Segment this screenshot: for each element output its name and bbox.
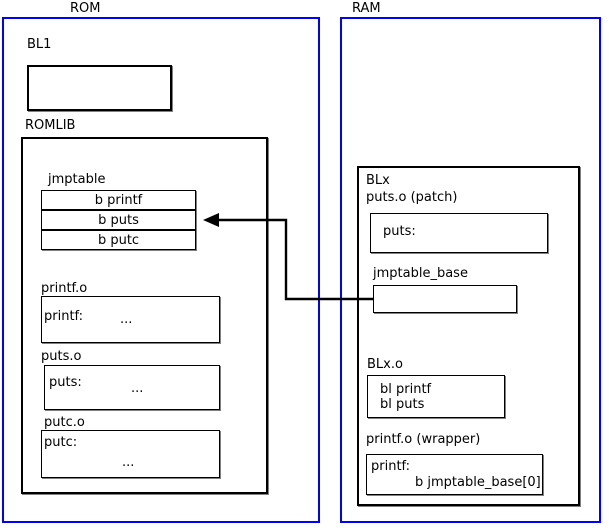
romlib-putc-symbol: putc: [44, 435, 78, 450]
blx-o-label: BLx.o [367, 357, 403, 372]
romlib-puts-symbol: puts: [49, 375, 82, 390]
blx-puts-patch-symbol: puts: [383, 224, 416, 239]
jmptable-base-label: jmptable_base [373, 266, 468, 281]
ram-region-label: RAM [352, 1, 381, 16]
printf-wrapper-line-symbol: printf: [371, 459, 411, 474]
romlib-putc-o-label: putc.o [44, 415, 85, 430]
rom-region-label: ROM [70, 1, 101, 16]
blx-o-line-bl-printf: bl printf [380, 382, 432, 397]
romlib-printf-symbol: printf: [44, 309, 84, 324]
romlib-putc-ellipsis: ... [122, 455, 135, 470]
romlib-printf-o-box: printf: ... [41, 296, 220, 343]
romlib-putc-o-box: putc: ... [41, 430, 220, 478]
jmptable-label: jmptable [48, 172, 106, 187]
jmptable-entry-b-puts: b puts [41, 210, 196, 230]
printf-wrapper-label: printf.o (wrapper) [366, 432, 481, 447]
blx-puts-patch-box: puts: [370, 213, 548, 253]
blx-label: BLx [366, 173, 390, 188]
bl1-label: BL1 [27, 37, 52, 52]
blx-o-box: bl printf bl puts [367, 375, 505, 418]
jmptable-entry-b-printf: b printf [41, 190, 196, 210]
romlib-printf-ellipsis: ... [120, 312, 133, 327]
jmptable-base-box [373, 285, 517, 313]
jmptable-entry-b-putc: b putc [41, 230, 196, 250]
printf-wrapper-box: printf: b jmptable_base[0] [366, 454, 543, 495]
blx-puts-patch-label: puts.o (patch) [366, 190, 458, 205]
printf-wrapper-line-branch: b jmptable_base[0] [415, 475, 541, 490]
blx-o-line-bl-puts: bl puts [380, 397, 425, 412]
romlib-label: ROMLIB [25, 118, 76, 133]
romlib-puts-o-box: puts: ... [44, 365, 220, 410]
romlib-puts-ellipsis: ... [131, 381, 144, 396]
romlib-printf-o-label: printf.o [41, 281, 88, 296]
bl1-box [27, 65, 172, 111]
romlib-puts-o-label: puts.o [41, 349, 82, 364]
